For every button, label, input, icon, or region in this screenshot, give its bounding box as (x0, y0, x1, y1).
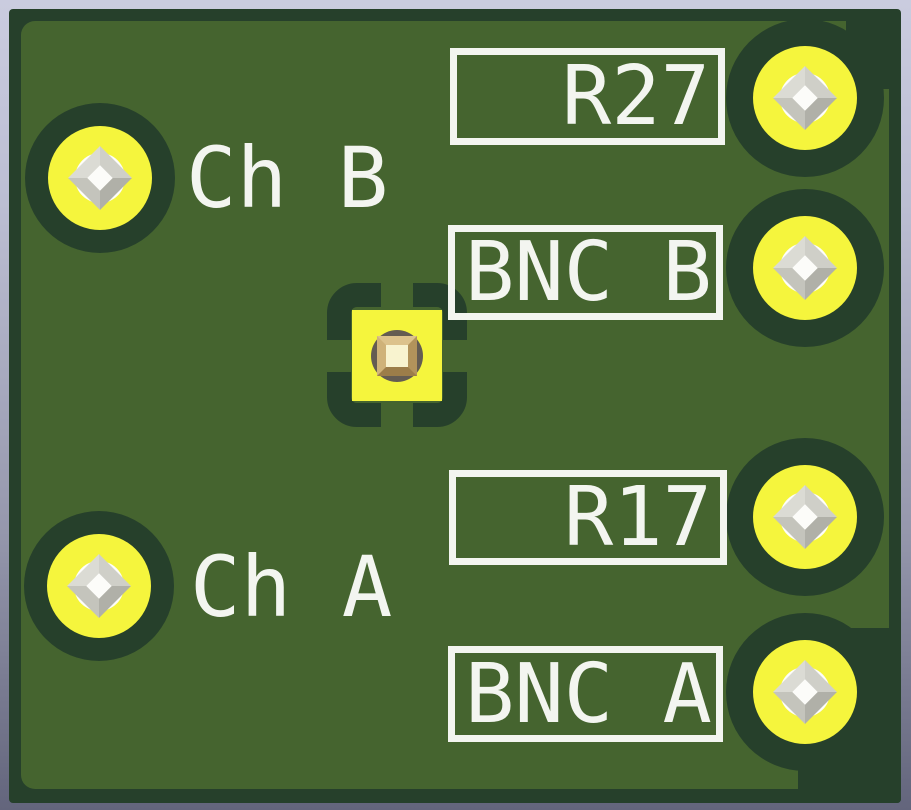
designator-box-r17: R17 (449, 470, 727, 565)
th-pad-ch-b[interactable] (48, 126, 152, 230)
designator-box-r27: R27 (450, 48, 725, 145)
silkscreen-label-ch-b: Ch B (186, 129, 389, 227)
th-pad-ch-a[interactable] (47, 534, 151, 638)
pin-tip-diamond (773, 66, 837, 130)
th-pad-r27[interactable] (753, 46, 857, 150)
th-pad-bnc-b[interactable] (753, 216, 857, 320)
designator-text-r17: R17 (563, 470, 712, 565)
pin-tip-diamond (67, 554, 131, 618)
pin-tip-diamond (773, 660, 837, 724)
designator-text-r27: R27 (561, 49, 710, 144)
pin-tip-diamond (68, 146, 132, 210)
smd-component-body[interactable] (377, 336, 417, 376)
th-pad-r17[interactable] (753, 465, 857, 569)
designator-text-bnc-a: BNC_A (465, 646, 712, 742)
th-pad-bnc-a[interactable] (753, 640, 857, 744)
pour-void-top-right (846, 15, 901, 89)
designator-text-bnc-b: BNC_B (465, 225, 712, 320)
designator-box-bnc-a: BNC_A (448, 646, 723, 742)
pin-tip-diamond (773, 485, 837, 549)
silkscreen-label-ch-a: Ch A (190, 538, 393, 636)
designator-box-bnc-b: BNC_B (448, 225, 723, 320)
pin-tip-diamond (773, 236, 837, 300)
